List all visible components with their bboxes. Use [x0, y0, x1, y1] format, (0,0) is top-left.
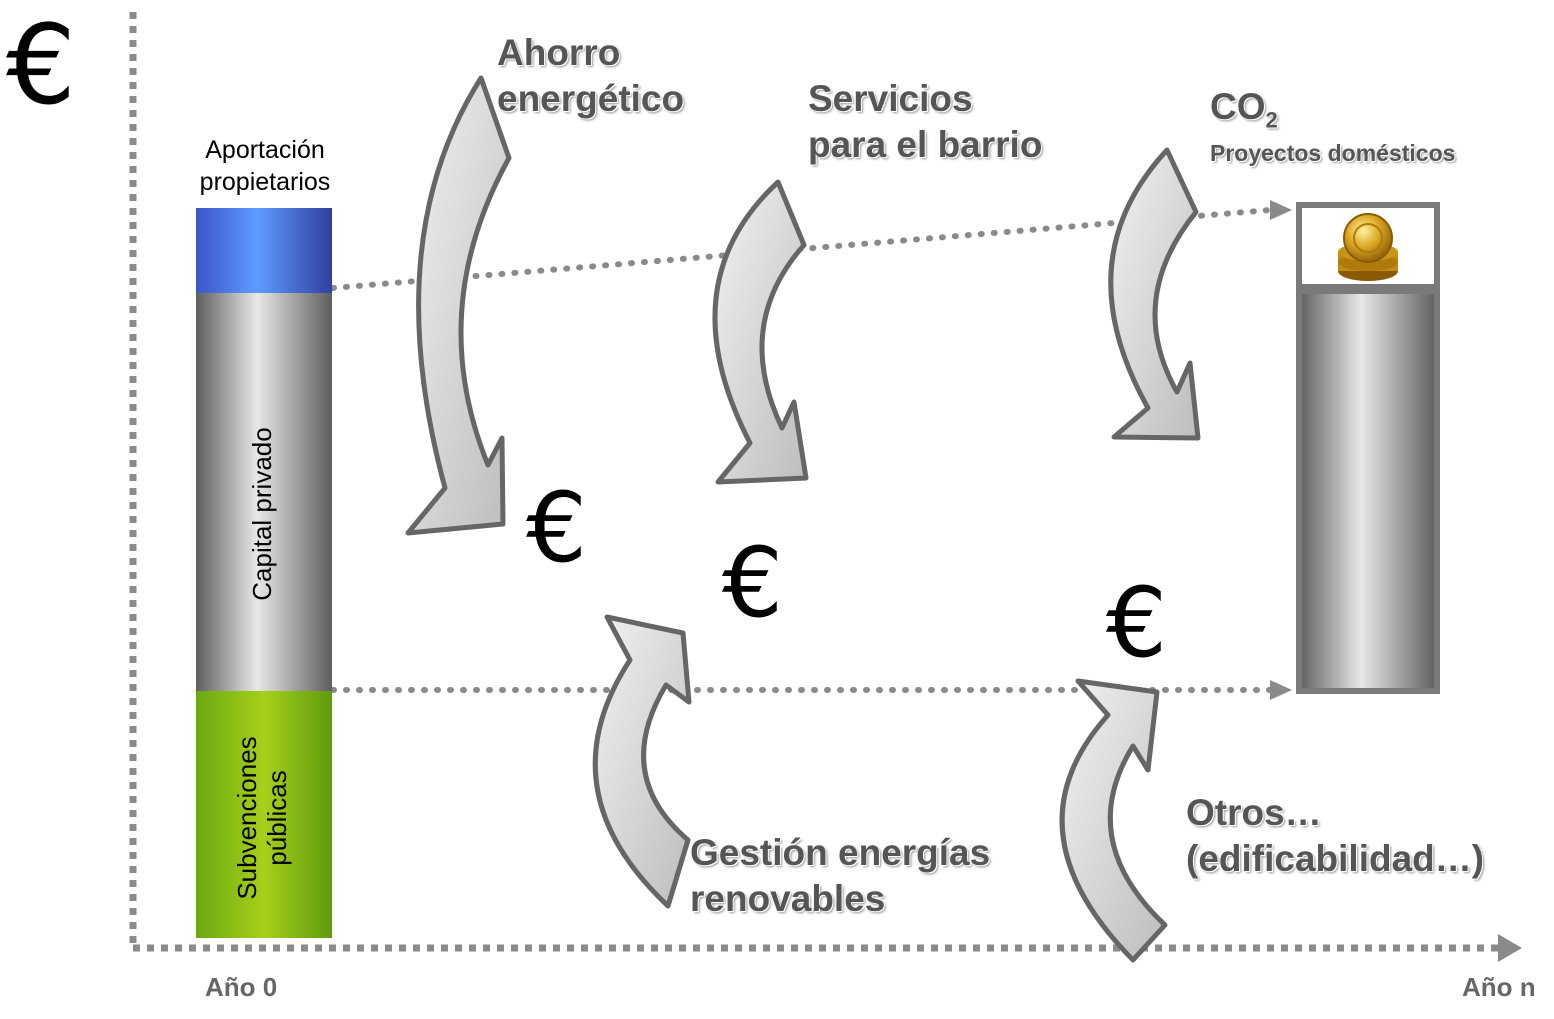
owners-label-line-2: propietarios	[199, 168, 331, 196]
x-axis-arrowhead	[1498, 934, 1522, 962]
energy-savings-label: Ahorro energético	[497, 30, 684, 122]
x-axis-start-label: Año 0	[205, 972, 278, 1002]
x-axis-end-label: Año n	[1462, 972, 1536, 1002]
domestic-projects-label: Proyectos domésticos	[1210, 140, 1456, 166]
others-line-1: Otros…	[1186, 792, 1322, 833]
arrow-gestion	[592, 614, 692, 909]
bottom-connector-arrowhead	[1270, 680, 1292, 700]
others-label: Otros… (edificabilidad…)	[1186, 790, 1484, 882]
private-capital-label: Capital privado	[247, 427, 277, 601]
public-subsidies-label: Subvenciones públicas	[232, 708, 296, 928]
renewables-line-1: Gestión energías	[690, 832, 991, 873]
final-capital-bar	[1296, 288, 1440, 694]
energy-savings-line-2: energético	[497, 78, 685, 119]
arrow-otros	[1059, 678, 1168, 963]
arrow-co2	[1108, 147, 1201, 441]
bar-segment-private-capital	[196, 293, 332, 691]
euro-symbol-2: €	[722, 527, 784, 639]
energy-savings-line-1: Ahorro	[497, 32, 621, 73]
co2-label: CO2	[1210, 84, 1278, 143]
owners-label-line-1: Aportación	[205, 136, 325, 164]
co2-main: CO	[1210, 86, 1266, 127]
services-line-1: Servicios	[808, 78, 973, 119]
services-line-2: para el barrio	[808, 124, 1043, 165]
arrow-servicios	[712, 179, 809, 485]
co2-subscript: 2	[1265, 107, 1278, 133]
renewables-management-label: Gestión energías renovables	[690, 830, 990, 922]
others-line-2: (edificabilidad…)	[1186, 838, 1485, 879]
renewables-line-2: renovables	[690, 878, 886, 919]
bar-segment-public-subsidies	[196, 691, 332, 938]
euro-symbol-1: €	[526, 472, 588, 584]
bar-segment-owners	[196, 208, 332, 293]
subsidies-label-line-2: públicas	[262, 770, 292, 866]
neighborhood-services-label: Servicios para el barrio	[808, 76, 1042, 168]
subsidies-label-line-1: Subvenciones	[232, 736, 262, 900]
owners-contribution-label: Aportación propietarios	[175, 134, 355, 198]
coins-icon	[1338, 213, 1398, 281]
y-axis-euro-symbol: €	[6, 1, 76, 129]
top-connector-arrowhead	[1270, 200, 1292, 220]
euro-symbol-3: €	[1106, 567, 1168, 679]
arrow-ahorro	[405, 75, 512, 536]
